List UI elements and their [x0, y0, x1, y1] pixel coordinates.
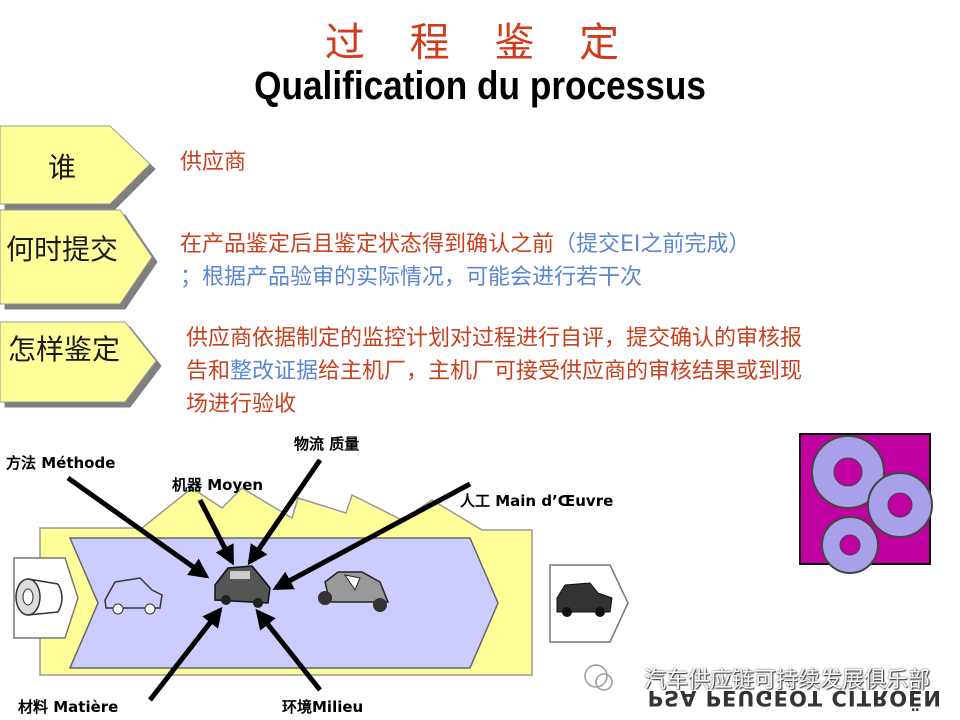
text-segment: 供应商 — [180, 150, 247, 175]
text-segment: 供应商依据制定的监控计划对过程进行自评，提交确认的审核报 — [186, 326, 803, 351]
text-line: 供应商依据制定的监控计划对过程进行自评，提交确认的审核报 — [186, 322, 802, 355]
page-title-chinese: 过 程 鉴 定 — [324, 20, 636, 66]
arrow-labour — [272, 481, 472, 591]
text-segment: （提交EI之前完成） — [554, 232, 751, 257]
label-logistics: 物流 质量 — [294, 435, 360, 453]
row-label-when: 何时提交 — [6, 233, 119, 266]
label-method: 方法 Méthode — [6, 454, 116, 472]
row-label-how: 怎样鉴定 — [8, 333, 121, 366]
arrow-method — [66, 475, 210, 579]
output-car-icon — [549, 564, 629, 643]
row-label-who: 谁 — [48, 151, 77, 184]
factor-arrows — [66, 458, 472, 702]
text-segment: 告和 — [186, 359, 231, 384]
watermark-icon — [584, 664, 613, 691]
gears-illustration — [799, 433, 933, 574]
row-text-how: 供应商依据制定的监控计划对过程进行自评，提交确认的审核报 告和整改证据给主机厂，… — [186, 322, 802, 421]
text-segment: 给主机厂，主机厂可接受供应商的审核结果或到现 — [318, 359, 803, 384]
text-line: 场进行验收 — [186, 388, 802, 421]
label-material: 材料 Matière — [18, 698, 119, 716]
car-outline-icon — [104, 577, 163, 615]
row-text-who: 供应商 — [180, 146, 246, 179]
label-environment: 环境Milieu — [282, 698, 364, 716]
arrow-material — [148, 606, 223, 702]
text-segment: 场进行验收 — [186, 392, 297, 417]
text-line: 告和整改证据给主机厂，主机厂可接受供应商的审核结果或到现 — [186, 355, 802, 388]
row-text-when: 在产品鉴定后且鉴定状态得到确认之前（提交EI之前完成） ；根据产品验审的实际情况… — [180, 228, 750, 294]
text-line: 在产品鉴定后且鉴定状态得到确认之前（提交EI之前完成） — [180, 228, 750, 261]
text-line: ；根据产品验审的实际情况，可能会进行若干次 — [180, 261, 750, 294]
arrow-machine — [197, 498, 235, 566]
arrow-environment — [255, 608, 322, 692]
flow-arrow-shape — [68, 537, 499, 669]
arrow-logistics — [247, 458, 323, 566]
page-title-french: Qualification du processus — [254, 64, 706, 108]
arrow-shape-who — [0, 125, 151, 205]
watermark-text: 汽车供应链可持续发展俱乐部 — [643, 668, 930, 693]
label-labour: 人工 Main d’Œuvre — [460, 492, 614, 510]
input-material-icon — [13, 557, 79, 639]
text-segment: ；根据产品验审的实际情况，可能会进行若干次 — [180, 265, 643, 290]
text-segment: 在产品鉴定后且鉴定状态得到确认之前 — [180, 232, 555, 257]
text-segment: 整改证据 — [230, 359, 319, 384]
arrow-shape-how — [0, 321, 157, 403]
label-machine: 机器 Moyen — [172, 476, 264, 494]
arrow-shape-when — [0, 209, 153, 305]
text-line: 供应商 — [180, 146, 246, 179]
car-parts-icon — [318, 571, 390, 612]
car-dark-center-icon — [214, 565, 271, 608]
